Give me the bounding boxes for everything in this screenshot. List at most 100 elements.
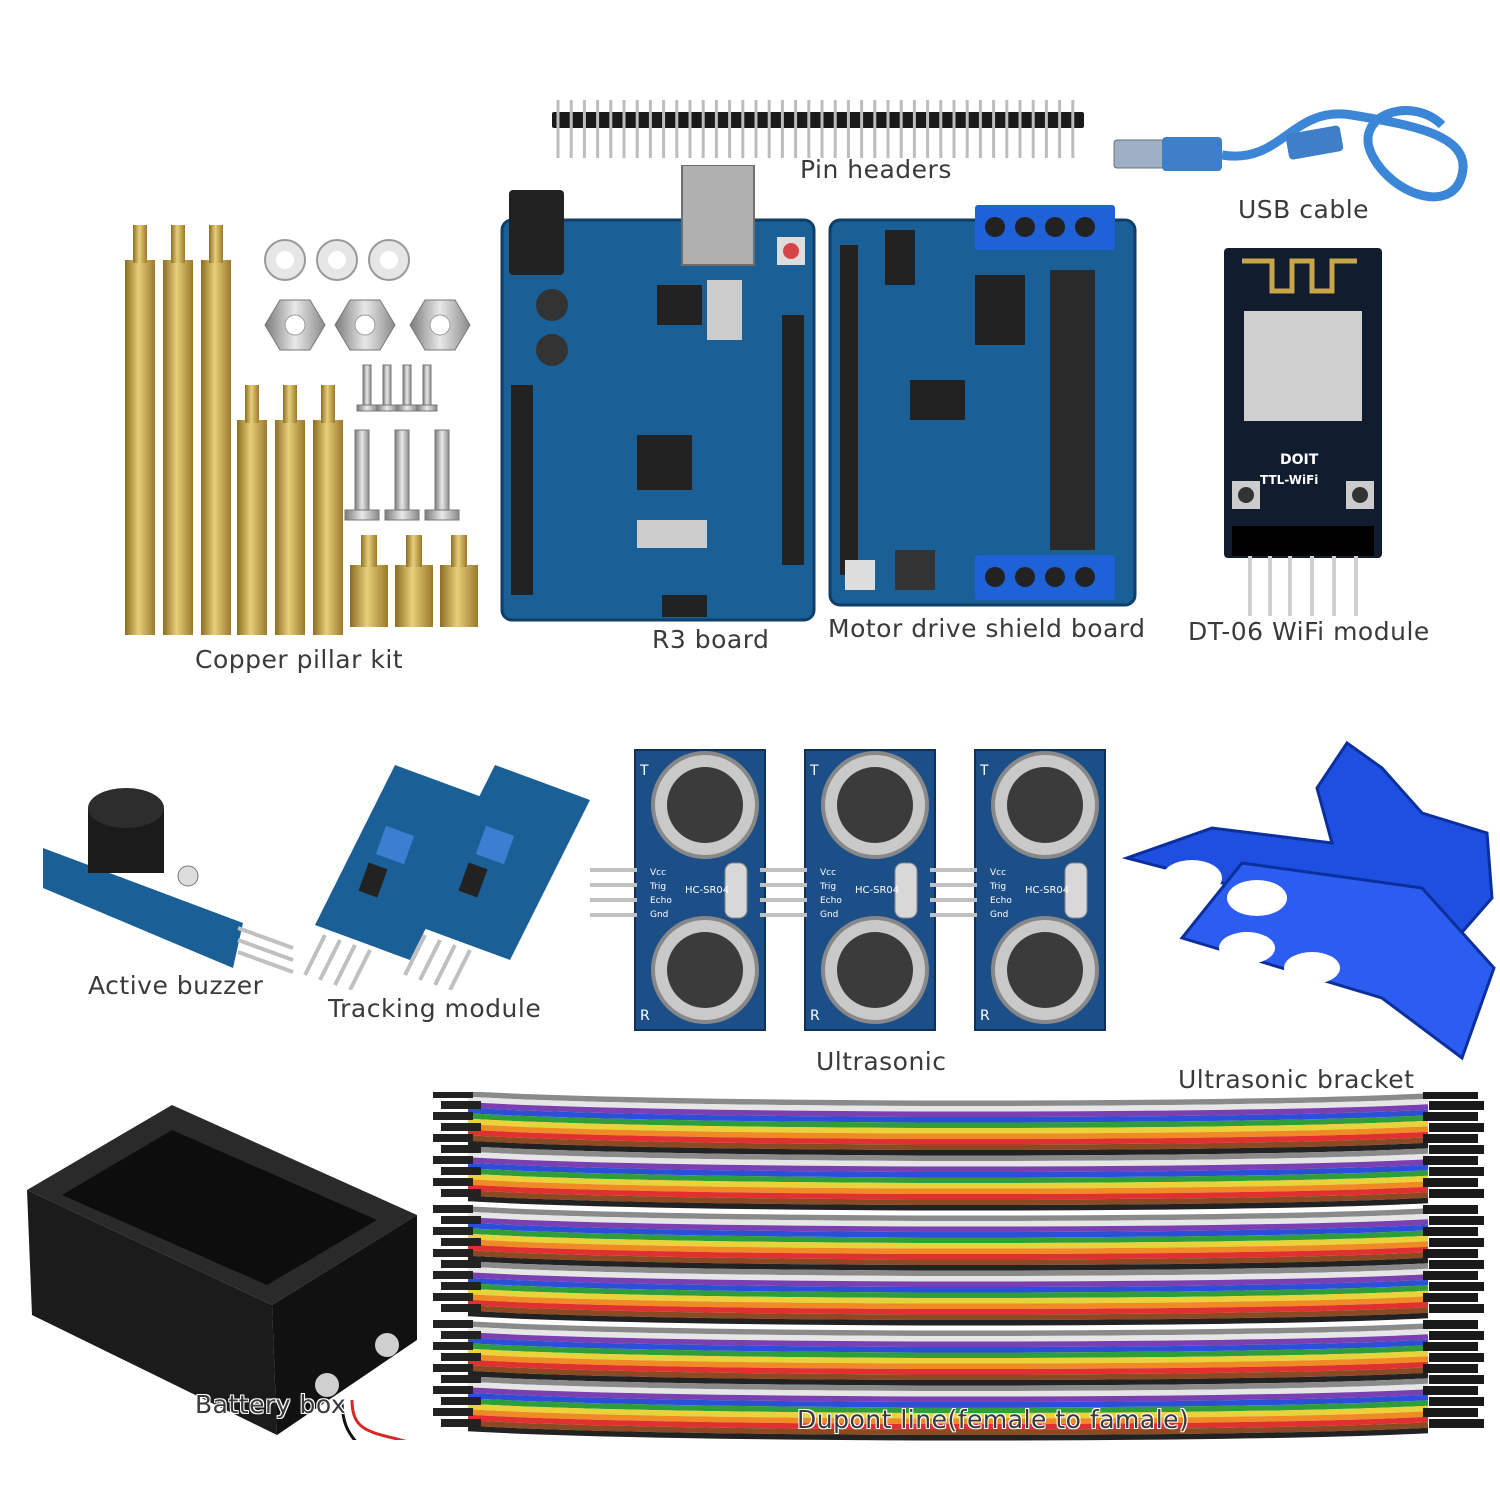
dupont-connector: [441, 1331, 481, 1339]
active-buzzer-label: Active buzzer: [88, 971, 264, 1000]
dupont-wire: [467, 1272, 1429, 1288]
dupont-wire: [467, 1222, 1429, 1238]
dupont-connector: [441, 1123, 481, 1131]
sensor-model-text: HC-SR04: [855, 885, 899, 896]
dupont-connector: [433, 1386, 473, 1394]
dupont-connector: [433, 1156, 473, 1164]
dupont-wire: [467, 1107, 1429, 1123]
dupont-connector: [441, 1282, 481, 1290]
dt06-wifi-module: DOIT TTL-WiFi: [1222, 246, 1384, 618]
tracking-module-pair: [285, 760, 595, 990]
dupont-wire: [467, 1118, 1429, 1134]
motor-drive-shield-label: Motor drive shield board: [828, 614, 1146, 643]
sensor-r-mark: R: [640, 1008, 650, 1024]
ultrasonic-bracket: [1122, 738, 1497, 1063]
sensor-pin-label: Trig: [819, 882, 836, 892]
sensor-pin-label: Trig: [989, 882, 1006, 892]
dupont-connector: [1423, 1271, 1478, 1280]
dupont-connector: [441, 1101, 481, 1109]
sensor-model-text: HC-SR04: [685, 885, 729, 896]
dupont-wire: [467, 1190, 1429, 1206]
dupont-wire: [467, 1146, 1429, 1162]
sensor-r-mark: R: [980, 1008, 990, 1024]
dupont-connector: [433, 1342, 473, 1350]
dupont-connector: [433, 1092, 473, 1098]
r3-board-label: R3 board: [652, 625, 770, 654]
sensor-pin-label: Vcc: [990, 868, 1006, 878]
dupont-connector: [433, 1320, 473, 1328]
dupont-connector: [1429, 1282, 1484, 1291]
dupont-connector: [441, 1189, 481, 1197]
dupont-connector: [1423, 1205, 1478, 1214]
copper-pillar-kit-label: Copper pillar kit: [195, 645, 404, 674]
dupont-wire: [467, 1370, 1429, 1386]
dupont-wire: [467, 1294, 1429, 1310]
dupont-connector: [433, 1178, 473, 1186]
active-buzzer-module: [38, 768, 298, 978]
dupont-line-label: Dupont line(female to famale): [797, 1405, 1190, 1434]
sensor-model-text: HC-SR04: [1025, 885, 1069, 896]
ultrasonic-sensor: [930, 749, 1106, 1031]
dupont-connector: [1423, 1156, 1478, 1165]
usb-cable-label: USB cable: [1238, 195, 1370, 224]
dupont-wire: [467, 1092, 1429, 1107]
battery-box: [22, 1100, 442, 1440]
dupont-connector: [433, 1227, 473, 1235]
sensor-t-mark: T: [979, 763, 989, 779]
dupont-wire: [467, 1162, 1429, 1178]
dupont-wire: [467, 1277, 1429, 1293]
dupont-wire: [467, 1332, 1429, 1348]
sensor-pin-label: Trig: [649, 882, 666, 892]
dupont-connector: [1429, 1167, 1484, 1176]
dupont-wire: [467, 1283, 1429, 1299]
dupont-connector: [1423, 1408, 1478, 1417]
dupont-connector: [433, 1293, 473, 1301]
dupont-wire: [467, 1392, 1429, 1408]
dupont-connector: [1429, 1419, 1484, 1428]
ultrasonic-label: Ultrasonic: [816, 1047, 947, 1076]
dupont-wire: [467, 1129, 1429, 1145]
dupont-connector: [1423, 1320, 1478, 1329]
dupont-connector: [441, 1167, 481, 1175]
dupont-wire: [467, 1425, 1429, 1441]
copper-pillar-kit: [105, 220, 485, 645]
wifi-module-label: DT-06 WiFi module: [1188, 617, 1430, 646]
dupont-connector: [1423, 1386, 1478, 1395]
dupont-connector: [1423, 1293, 1478, 1302]
dupont-wire: [467, 1326, 1429, 1342]
tracking-module-label: Tracking module: [328, 994, 542, 1023]
dupont-connector: [441, 1238, 481, 1246]
dupont-connector: [433, 1134, 473, 1142]
dupont-connector: [441, 1216, 481, 1224]
sensor-pin-label: Gnd: [990, 910, 1008, 920]
dupont-wire: [467, 1179, 1429, 1195]
dupont-wire: [467, 1359, 1429, 1375]
sensor-pin-label: Vcc: [650, 868, 666, 878]
dupont-wire: [467, 1211, 1429, 1227]
ultrasonic-sensor: [590, 749, 766, 1031]
dupont-wire: [467, 1255, 1429, 1271]
dupont-wire: [467, 1195, 1429, 1211]
dupont-wire: [467, 1124, 1429, 1140]
dupont-wire: [467, 1376, 1429, 1392]
battery-box-label: Battery box: [195, 1390, 347, 1419]
dupont-connector: [1429, 1260, 1484, 1269]
dupont-connector: [1423, 1249, 1478, 1258]
sensor-t-mark: T: [639, 763, 649, 779]
dupont-connector: [1423, 1092, 1478, 1099]
dupont-wire: [467, 1414, 1429, 1430]
sensor-pin-label: Echo: [820, 896, 842, 906]
dupont-wire: [467, 1261, 1429, 1277]
dupont-wire: [467, 1233, 1429, 1249]
dupont-connector: [1429, 1216, 1484, 1225]
dupont-connector: [1429, 1397, 1484, 1406]
dupont-connector: [1429, 1145, 1484, 1154]
dupont-wire: [467, 1305, 1429, 1321]
dupont-wire: [467, 1337, 1429, 1353]
dupont-connector: [1429, 1304, 1484, 1313]
dupont-connector: [1423, 1112, 1478, 1121]
dupont-connector: [1429, 1238, 1484, 1247]
dupont-connector: [1429, 1375, 1484, 1384]
sensor-pin-label: Echo: [650, 896, 672, 906]
